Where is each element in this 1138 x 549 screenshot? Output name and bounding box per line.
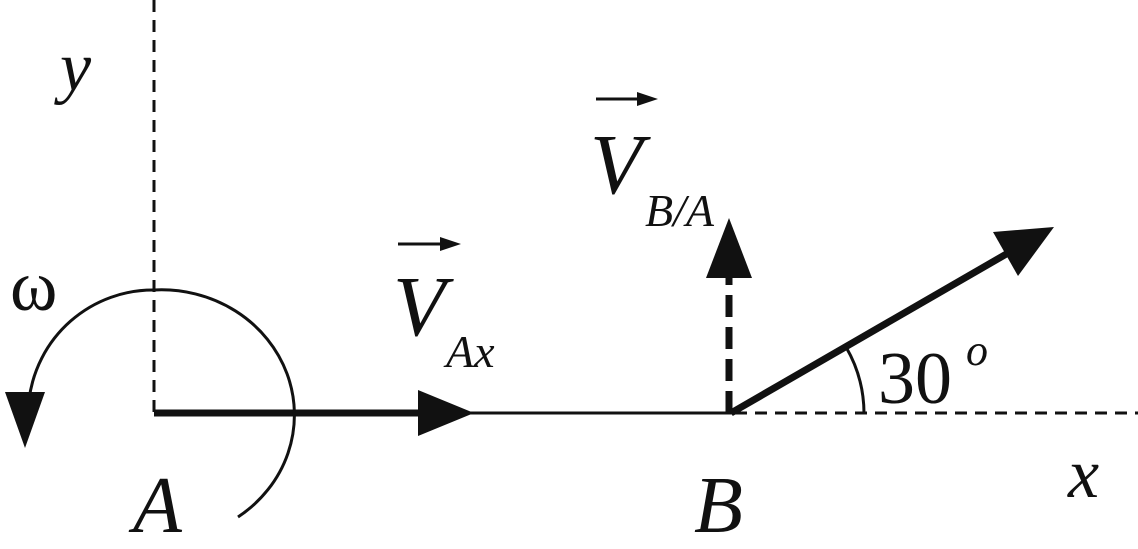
v-ax-vector-bar-head	[440, 237, 461, 251]
angle-unit-label: o	[966, 326, 988, 375]
omega-rotation-arc	[27, 288, 296, 519]
resultant-velocity-head	[993, 227, 1054, 276]
point-a-label: A	[128, 462, 183, 549]
v-ba-symbol: V	[590, 116, 651, 212]
omega-arrow-head	[5, 392, 45, 448]
angle-arc	[844, 346, 866, 414]
y-axis-label: y	[54, 29, 92, 106]
angle-value-label: 30	[878, 338, 952, 420]
v-ax-subscript: Ax	[443, 326, 495, 377]
v-ax-arrow-head	[418, 390, 474, 436]
resultant-velocity-shaft	[729, 245, 1017, 417]
v-ba-vector-bar-head	[637, 92, 658, 106]
v-ba-arrow-head	[706, 218, 752, 278]
omega-label: ω	[10, 246, 57, 326]
point-b-label: B	[694, 462, 743, 549]
v-ax-symbol: V	[393, 258, 454, 354]
x-axis-label: x	[1067, 436, 1099, 513]
v-ba-subscript: B/A	[645, 185, 715, 236]
